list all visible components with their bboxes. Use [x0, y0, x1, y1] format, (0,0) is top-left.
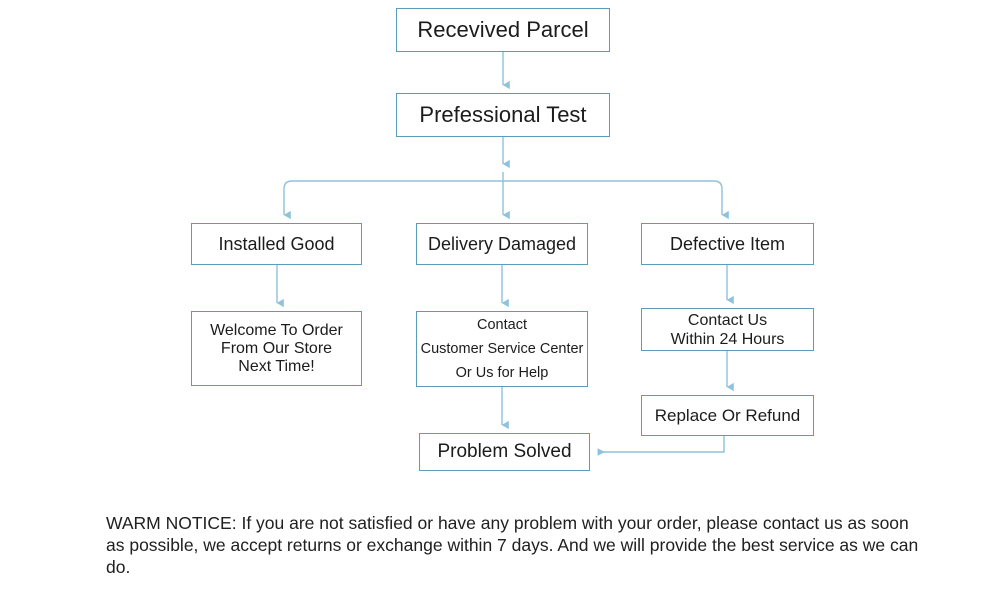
- warm-notice-text: WARM NOTICE: If you are not satisfied or…: [106, 513, 919, 577]
- node-contact-us-within-24-hours[interactable]: Contact Us Within 24 Hours: [641, 308, 814, 351]
- node-replace-or-refund-label: Replace Or Refund: [654, 405, 801, 425]
- node-defective-item-label: Defective Item: [669, 233, 786, 254]
- node-delivery-damaged-label: Delivery Damaged: [427, 233, 577, 254]
- node-received-parcel-label: Recevived Parcel: [417, 17, 589, 42]
- edge-replace-to-solved: [597, 436, 725, 456]
- node-contact-customer-service-label: Contact Customer Service Center Or Us fo…: [420, 317, 584, 381]
- node-installed-good[interactable]: Installed Good: [191, 223, 362, 265]
- node-delivery-damaged[interactable]: Delivery Damaged: [416, 223, 588, 265]
- node-received-parcel[interactable]: Recevived Parcel: [396, 8, 610, 52]
- node-defective-item[interactable]: Defective Item: [641, 223, 814, 265]
- node-replace-or-refund[interactable]: Replace Or Refund: [641, 395, 814, 436]
- node-welcome-to-order-label: Welcome To Order From Our Store Next Tim…: [210, 321, 343, 375]
- node-contact-customer-service[interactable]: Contact Customer Service Center Or Us fo…: [416, 311, 588, 387]
- node-professional-test-label: Prefessional Test: [419, 102, 587, 127]
- node-welcome-to-order[interactable]: Welcome To Order From Our Store Next Tim…: [191, 311, 362, 386]
- node-installed-good-label: Installed Good: [218, 233, 335, 254]
- edge-bus-left: [283, 180, 503, 220]
- edge-bus-right: [503, 180, 729, 220]
- node-professional-test[interactable]: Prefessional Test: [396, 93, 610, 137]
- node-problem-solved[interactable]: Problem Solved: [419, 433, 590, 471]
- node-contact-us-within-24-hours-label: Contact Us Within 24 Hours: [670, 311, 785, 348]
- node-problem-solved-label: Problem Solved: [437, 441, 572, 462]
